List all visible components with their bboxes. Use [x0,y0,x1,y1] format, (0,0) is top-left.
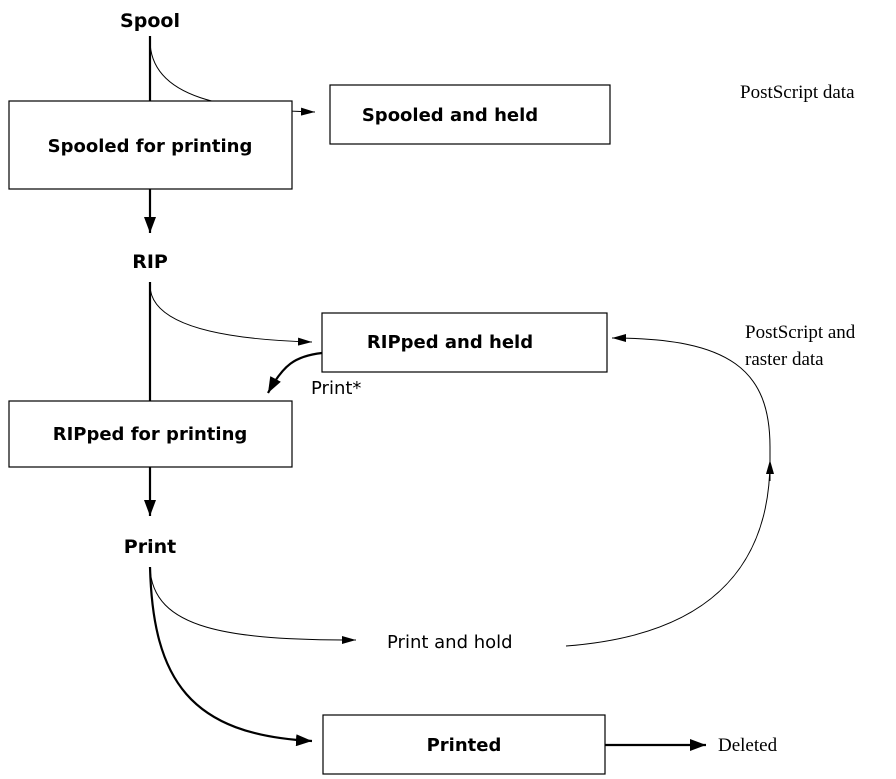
arrow-rip-to-ripped-and-held [149,284,313,346]
box-ripped-for-printing [8,400,293,468]
stage-print: Print [124,536,176,558]
box-spooled-and-held [329,84,611,145]
arrow-print-star-to-ripped-for-printing [267,351,323,394]
box-printed-label: Printed [427,735,502,756]
box-ripped-and-held-label: RIPped and held [367,332,533,353]
box-ripped-for-printing-label: RIPped for printing [53,424,248,445]
note-postscript-and-raster-line2: raster data [745,349,824,370]
box-spooled-and-held-label: Spooled and held [362,105,538,126]
arrow-print-to-printed [148,566,313,747]
stage-spool: Spool [120,10,180,32]
loop-print-and-hold-to-ripped-and-held [565,447,771,647]
box-spooled-for-printing [8,100,293,190]
box-spooled-for-printing-label: Spooled for printing [48,136,253,157]
arrow-print-to-print-and-hold [149,566,357,644]
label-deleted: Deleted [718,735,778,756]
label-print-star: Print* [311,378,361,399]
loop-return-to-ripped-and-held [611,334,771,448]
box-ripped-and-held [321,312,608,373]
stage-rip: RIP [132,251,168,273]
label-print-and-hold: Print and hold [387,632,513,653]
note-postscript-and-raster-line1: PostScript and [745,322,856,343]
note-postscript-data: PostScript data [740,82,855,103]
